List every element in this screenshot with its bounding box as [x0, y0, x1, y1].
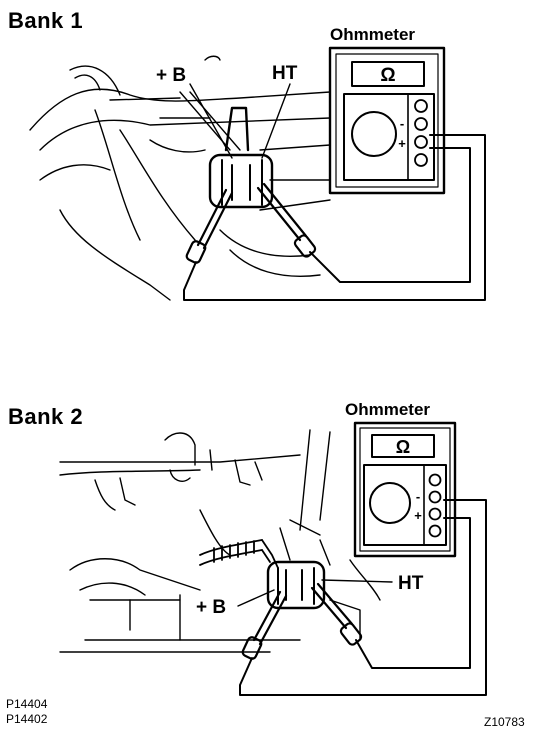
bank2-ohm-symbol: Ω [396, 437, 410, 457]
bank2-sensor-harness [199, 539, 279, 569]
bank2-engine-sketch [59, 429, 381, 653]
bank2-probes [241, 582, 363, 660]
footer-code-2: P14402 [6, 712, 48, 726]
bank2-neg-terminal-mark: - [416, 489, 420, 504]
bank1-title: Bank 1 [8, 8, 84, 33]
bank1-test-leads [183, 134, 486, 301]
bank1-probes [185, 182, 317, 264]
bank2-ohmmeter-label: Ohmmeter [345, 400, 431, 419]
bank1-plus-b-label: + B [156, 65, 187, 86]
bank1-ohmmeter-label: Ohmmeter [330, 25, 416, 44]
bank1-engine-sketch [29, 55, 331, 301]
bank2-plus-b-label: + B [196, 597, 227, 618]
bank1-neg-terminal-mark: - [400, 116, 404, 131]
bank1-pos-terminal-mark: + [398, 136, 406, 151]
bank1-ht-label: HT [272, 63, 298, 84]
bank1-ohmmeter [328, 46, 446, 195]
footer-figure-code: Z10783 [484, 715, 525, 729]
bank2-test-leads [239, 499, 487, 696]
bank2-ohmmeter [353, 421, 457, 558]
bank2-pos-terminal-mark: + [414, 508, 422, 523]
bank2-title: Bank 2 [8, 404, 84, 429]
footer-code-1: P14404 [6, 697, 48, 711]
bank1-connector [189, 83, 291, 209]
bank1-ohm-symbol: Ω [380, 65, 395, 86]
bank2-ht-label: HT [398, 573, 424, 594]
